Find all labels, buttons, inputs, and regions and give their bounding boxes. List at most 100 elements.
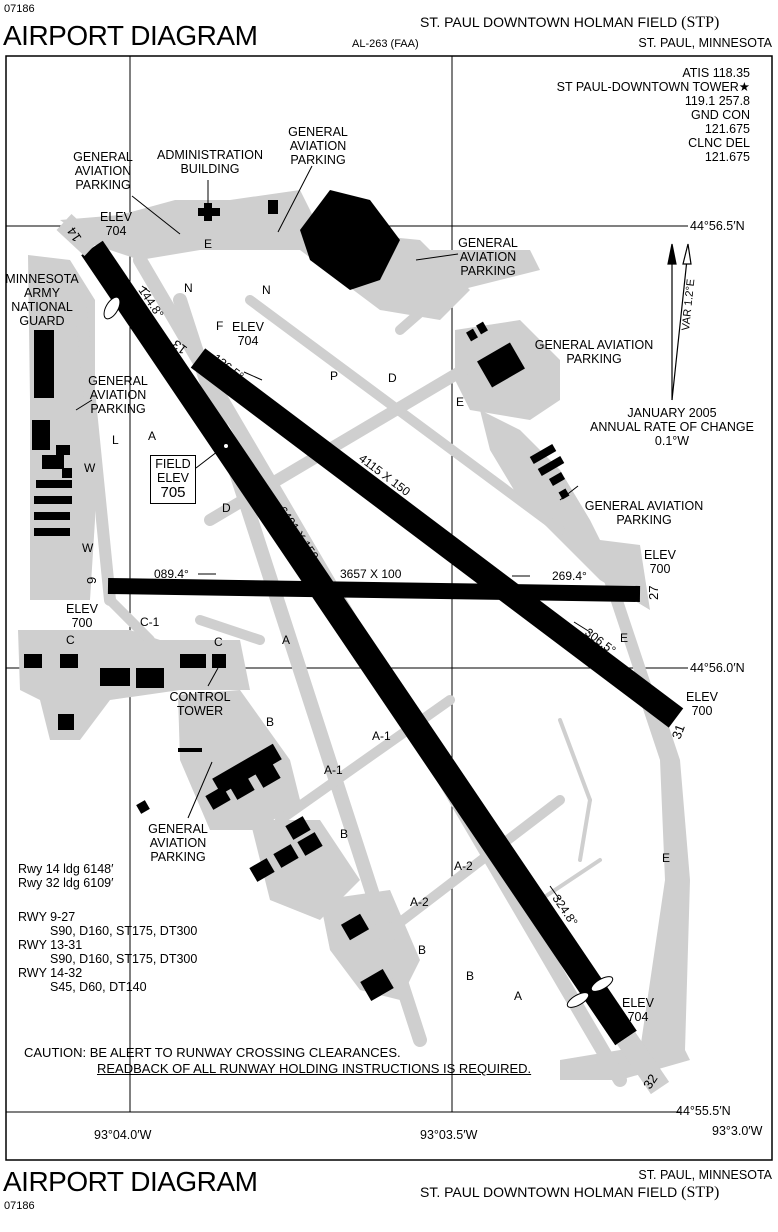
clearance-delivery-frequency: 121.675 [704, 150, 750, 164]
tower-name: ST PAUL-DOWNTOWN TOWER★ [556, 80, 750, 94]
faa-reference: AL-263 (FAA) [352, 38, 419, 50]
taxiway-b-north: B [266, 715, 274, 729]
airport-name-top: ST. PAUL DOWNTOWN HOLMAN FIELD (STP) [420, 14, 720, 31]
caution-line-1: CAUTION: BE ALERT TO RUNWAY CROSSING CLE… [24, 1045, 401, 1060]
taxiway-labels: E N N F P D E L A W D W C-1 C C A E B A-… [66, 237, 670, 1003]
rwy-32-landing: Rwy 32 ldg 6109′ [18, 876, 114, 890]
runway-number-14: 14 [64, 224, 85, 244]
location-top: ST. PAUL, MINNESOTA [638, 36, 772, 50]
rwy-13-31-label: RWY 13-31 [18, 938, 83, 952]
ga-parking-label-w: GENERAL AVIATION PARKING [88, 374, 148, 416]
ground-control-label: GND CON [690, 108, 750, 122]
diagram-frame [5, 55, 773, 1161]
taxiway-d-south: D [222, 501, 231, 515]
rwy-9-27-label: RWY 9-27 [18, 910, 76, 924]
taxiway-b-mid: B [340, 827, 348, 841]
elev-rwy-14: ELEV 704 [100, 210, 132, 238]
chart-id-bottom: 07186 [4, 1200, 35, 1212]
arrows [75, 165, 591, 901]
hold-marker-32b [590, 976, 614, 992]
taxiway-c-west: C [66, 633, 75, 647]
longitude-03-0: 93°3.0′W [712, 1124, 763, 1138]
heading-269: 269.4° [552, 569, 587, 583]
ga-parking-label-s: GENERAL AVIATION PARKING [148, 822, 208, 864]
taxiway-a-2-east: A-2 [454, 859, 473, 873]
hold-marker-32a [566, 992, 590, 1008]
runway-strengths: RWY 9-27 S90, D160, ST175, DT300 RWY 13-… [18, 910, 197, 994]
chart-title-top: AIRPORT DIAGRAM [3, 20, 258, 51]
ga-parking-label-e: GENERAL AVIATION PARKING [534, 338, 654, 366]
runway-overruns [56, 213, 670, 1095]
chart-title-bottom: AIRPORT DIAGRAM [3, 1166, 258, 1197]
taxiway-b-far: B [466, 969, 474, 983]
longitude-03-5: 93°03.5′W [420, 1128, 478, 1142]
runway-13-31 [190, 348, 684, 728]
control-tower-building [212, 654, 226, 668]
runway-number-32: 32 [640, 1071, 661, 1091]
variation-rate: 0.1°W [654, 434, 690, 448]
taxiway-e-south: E [662, 851, 670, 865]
runway-number-31: 31 [669, 722, 688, 741]
tower-frequency: 119.1 257.8 [684, 94, 750, 108]
field-elev-value: 705 [160, 484, 186, 501]
rwy-14-32-strength: S45, D60, DT140 [50, 980, 147, 994]
mn-guard-label: MINNESOTA ARMY NATIONAL GUARD [5, 272, 79, 328]
ga-parking-label-se: GENERAL AVIATION PARKING [584, 499, 704, 527]
hold-marker-14 [103, 296, 121, 320]
field-elev-marker [223, 443, 229, 449]
taxiway-e-ne: E [456, 395, 464, 409]
elev-rwy-13: ELEV 704 [232, 320, 264, 348]
taxiway-c-1: C-1 [140, 615, 160, 629]
admin-building-label: ADMINISTRATION BUILDING [156, 148, 264, 176]
runway-14-32 [81, 240, 637, 1046]
runway-number-13: 13 [169, 337, 190, 358]
caution-line-2: READBACK OF ALL RUNWAY HOLDING INSTRUCTI… [97, 1061, 532, 1076]
taxiway-w-south: W [82, 541, 94, 555]
taxiway-e-north: E [204, 237, 212, 251]
latitude-56-5: 44°56.5′N [690, 219, 745, 233]
north-arrow [667, 243, 692, 401]
field-elevation-box: FIELD ELEV 705 [150, 455, 196, 504]
runway-9-27 [107, 578, 641, 602]
ground-control-frequency: 121.675 [704, 122, 750, 136]
runway-number-9: 9 [84, 577, 99, 584]
runway-number-27: 27 [646, 586, 661, 600]
latitude-55-5: 44°55.5′N [676, 1104, 731, 1118]
taxiway-c-east: C [214, 635, 223, 649]
taxiway-a-south: A [514, 989, 522, 1003]
taxiway-n-west: N [184, 281, 193, 295]
frequency-block: ATIS 118.35 ST PAUL-DOWNTOWN TOWER★ 119.… [540, 66, 750, 164]
taxiway-d-north: D [388, 371, 397, 385]
ga-parking-label-n: GENERAL AVIATION PARKING [288, 125, 348, 167]
rwy-13-31-strength: S90, D160, ST175, DT300 [50, 952, 198, 966]
variation-info: JANUARY 2005 ANNUAL RATE OF CHANGE 0.1°W [572, 406, 772, 448]
heading-089: 089.4° [154, 567, 189, 581]
taxiway-e-east: E [620, 631, 628, 645]
longitude-04-0: 93°04.0′W [94, 1128, 152, 1142]
variation-date: JANUARY 2005 [627, 406, 717, 420]
runways [81, 240, 684, 1046]
rwy-14-landing: Rwy 14 ldg 6148′ [18, 862, 114, 876]
landing-distances: Rwy 14 ldg 6148′ Rwy 32 ldg 6109′ [18, 862, 113, 890]
taxiway-l: L [112, 433, 119, 447]
elev-rwy-31: ELEV 700 [686, 690, 718, 718]
atis-frequency: ATIS 118.35 [682, 66, 750, 80]
location-bottom: ST. PAUL, MINNESOTA [638, 1168, 772, 1182]
chart-id-top: 07186 [4, 3, 35, 15]
taxiway-a-2-west: A-2 [410, 895, 429, 909]
clearance-delivery-label: CLNC DEL [688, 136, 750, 150]
taxiway-b-south: B [418, 943, 426, 957]
airport-code-top: (STP) [681, 14, 720, 31]
elev-rwy-27: ELEV 700 [644, 548, 676, 576]
taxiway-a-north: A [148, 429, 156, 443]
ga-hangar-north [300, 190, 400, 290]
buildings [24, 190, 570, 1002]
taxiway-n-east: N [262, 283, 271, 297]
airport-code-bottom: (STP) [681, 1184, 720, 1201]
elev-rwy-32: ELEV 704 [622, 996, 654, 1024]
taxiway-a-mid: A [282, 633, 290, 647]
airport-name-bottom: ST. PAUL DOWNTOWN HOLMAN FIELD (STP) [420, 1184, 720, 1201]
taxiway-a-1-east: A-1 [372, 729, 391, 743]
rwy-14-32-label: RWY 14-32 [18, 966, 83, 980]
